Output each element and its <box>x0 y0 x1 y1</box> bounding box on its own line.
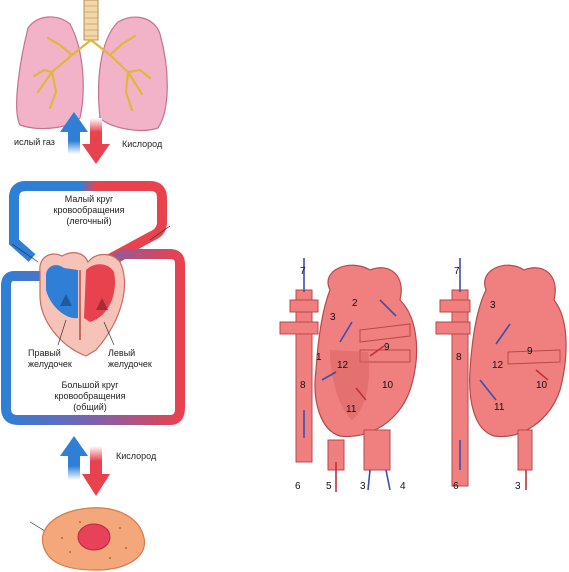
heart-b-num-3: 3 <box>490 300 496 311</box>
heart-a-num-7: 7 <box>300 266 306 277</box>
oxygen-arrow-down <box>82 118 110 164</box>
heart-a-num-3b: 3 <box>360 481 366 492</box>
left-ventricle-label: Левый желудочек <box>108 348 152 370</box>
heart-a-num-11: 11 <box>346 404 357 415</box>
heart-a-num-1: 1 <box>316 352 322 363</box>
heart-a-num-10: 10 <box>382 380 394 391</box>
systemic-circuit-loop <box>1 249 185 425</box>
right-ventricle-line-2: желудочек <box>28 359 72 369</box>
heart-a-num-3: 3 <box>330 312 336 323</box>
heart-b-num-11: 11 <box>494 402 505 413</box>
tissue-cell <box>41 507 146 571</box>
right-ventricle-label: Правый желудочек <box>28 348 72 370</box>
heart-a-num-8: 8 <box>300 380 306 391</box>
co2-label: ислый газ <box>14 137 55 147</box>
systemic-circuit-line-3: (общий) <box>73 402 107 412</box>
heart-b-num-12: 12 <box>492 360 504 371</box>
pulmonary-circuit-line-1: Малый круг <box>64 194 114 204</box>
left-ventricle-line-1: Левый <box>108 348 136 358</box>
lungs-illustration <box>16 0 168 131</box>
pulmonary-circuit-loop <box>9 181 167 276</box>
co2-arrow-up <box>60 112 88 154</box>
heart-b-num-6: 6 <box>453 481 459 492</box>
heart-a-num-6: 6 <box>295 481 301 492</box>
heart-b-num-7: 7 <box>454 266 460 277</box>
systemic-circuit-label: Большой круг кровообращения (общий) <box>40 380 140 413</box>
oxygen-label-bottom: Кислород <box>116 451 157 461</box>
left-ventricle-line-2: желудочек <box>108 359 152 369</box>
heart-b-num-10: 10 <box>536 380 548 391</box>
pointer-lines <box>11 225 171 541</box>
heart-a-num-9: 9 <box>384 342 390 353</box>
co2-arrow-up-bottom <box>60 436 88 480</box>
oxygen-label-top: Кислород <box>122 139 163 149</box>
schematic-heart <box>39 252 126 357</box>
systemic-circuit-line-1: Большой круг <box>61 380 119 390</box>
right-ventricle-line-1: Правый <box>28 348 61 358</box>
heart-b-num-3b: 3 <box>515 481 521 492</box>
systemic-circuit-line-2: кровообращения <box>54 391 126 401</box>
heart-b-num-8: 8 <box>456 352 462 363</box>
pulmonary-circuit-line-2: кровообращения <box>53 205 125 215</box>
heart-a-num-12: 12 <box>337 360 349 371</box>
heart-a-num-4: 4 <box>400 481 406 492</box>
heart-b-num-9: 9 <box>527 346 533 357</box>
heart-a-num-2: 2 <box>352 298 358 309</box>
heart-a-num-5: 5 <box>326 481 332 492</box>
anatomical-heart-a <box>279 258 418 492</box>
oxygen-arrow-down-bottom <box>82 446 110 496</box>
pulmonary-circuit-line-3: (легочный) <box>66 216 112 226</box>
pulmonary-circuit-label: Малый круг кровообращения (легочный) <box>48 194 130 227</box>
anatomical-heart-b <box>435 258 567 490</box>
